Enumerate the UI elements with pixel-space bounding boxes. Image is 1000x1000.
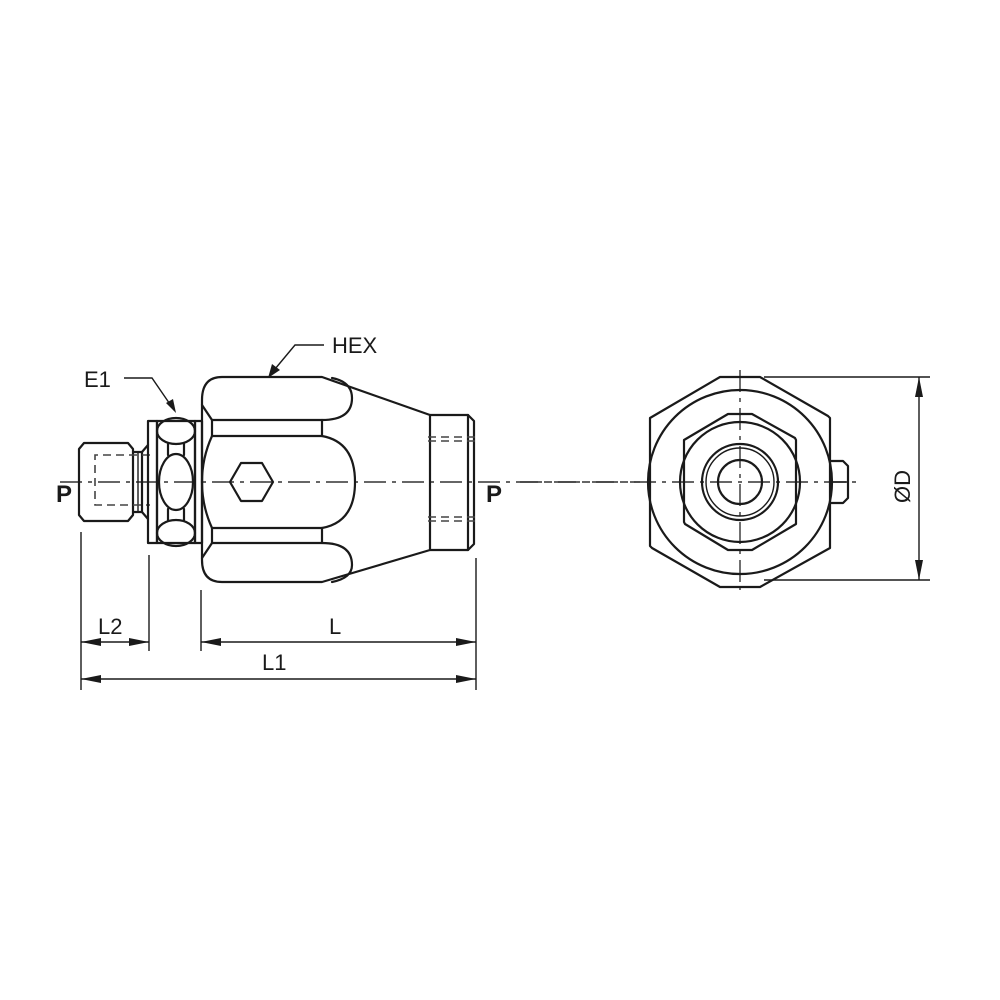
hidden-bore [94,454,150,506]
e1-leader: E1 [84,367,176,413]
dimension-l1: L1 [81,650,476,683]
port-label-right: P [486,481,502,508]
hex-body [200,375,476,584]
hex-leader: HEX [268,333,378,378]
dimension-l2: L2 [81,614,149,646]
end-view: ØD [520,370,930,590]
side-view: HEX E1 P P L2 L [56,333,640,690]
hex-socket [228,461,275,503]
hex-label: HEX [332,333,378,358]
svg-text:L1: L1 [262,650,286,675]
dimension-diameter: ØD [764,376,930,581]
e1-label: E1 [84,367,111,392]
svg-text:L: L [329,614,341,639]
diameter-label: ØD [890,470,915,503]
port-label-left: P [56,481,72,508]
dimension-l: L [201,614,476,646]
svg-text:L2: L2 [98,614,122,639]
inner-hex [682,412,798,552]
